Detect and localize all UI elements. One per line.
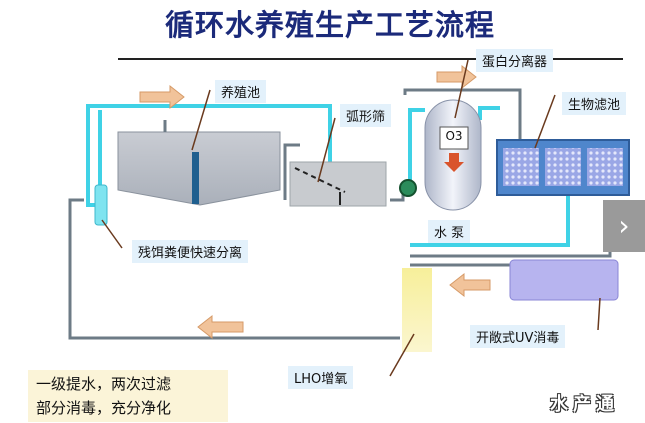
next-arrow-button[interactable]: › [603, 200, 645, 252]
water-pipe [86, 104, 570, 247]
arc-screen [289, 161, 387, 207]
flow-arrow [139, 64, 491, 340]
water-pump [399, 179, 417, 197]
label-bio-filter: 生物滤池 [562, 92, 627, 115]
chevron-right-icon: › [618, 209, 630, 242]
label-residue-separation: 残饵粪便快速分离 [132, 240, 249, 263]
uv-tank [509, 259, 619, 301]
summary-note: 一级提水，两次过滤 部分消毒，充分净化 [28, 370, 228, 422]
return-pipe [68, 88, 612, 340]
ozone-label: O3 [445, 129, 463, 143]
summary-line-1: 一级提水，两次过滤 [36, 375, 172, 393]
label-water-pump: 水 泵 [428, 220, 471, 243]
label-protein-skimmer: 蛋白分离器 [476, 49, 554, 72]
label-breeding-pool: 养殖池 [215, 80, 267, 103]
label-uv-disinfection: 开敞式UV消毒 [470, 325, 566, 348]
bio-filter [496, 139, 630, 196]
residue-separator [94, 184, 108, 226]
protein-skimmer [424, 99, 482, 211]
page-title: 循环水养殖生产工艺流程 [164, 8, 495, 42]
title-underline [118, 58, 623, 60]
label-arc-screen: 弧形筛 [340, 104, 392, 127]
watermark-logo: 水产通 [550, 394, 619, 415]
breeding-pool [117, 120, 281, 206]
summary-line-2: 部分消毒，充分净化 [36, 399, 172, 417]
lho-column [402, 268, 432, 352]
label-pointer [101, 59, 601, 377]
label-lho-oxygenation: LHO增氧 [288, 366, 354, 389]
